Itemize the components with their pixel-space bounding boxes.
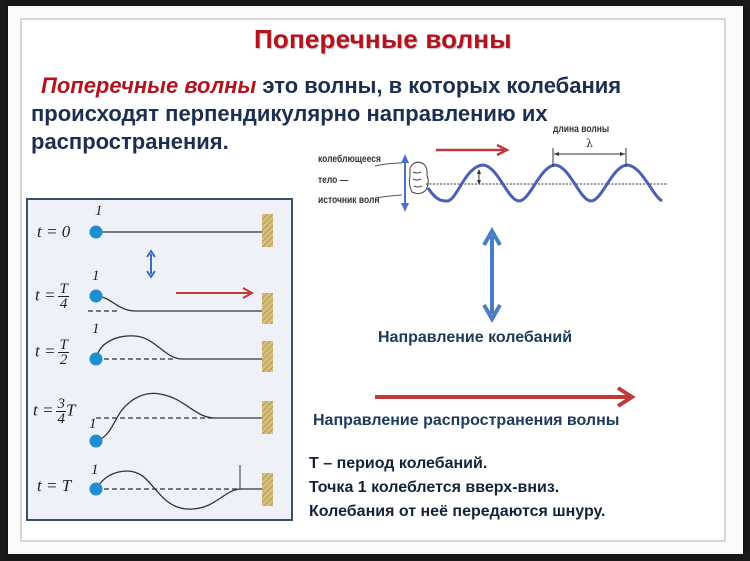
oscillation-direction-caption: Направление колебаний: [378, 329, 573, 346]
time-label-period: t = T: [37, 476, 72, 495]
source-oscillation-arrow-icon: [401, 154, 409, 212]
notes: Т – период колебаний. Точка 1 колеблется…: [309, 452, 605, 524]
point-label-row-1: 1: [92, 268, 100, 284]
note-transfer: Колебания от неё передаются шнуру.: [309, 503, 606, 520]
definition-line-1: Поперечные волны это волны, в которых ко…: [41, 73, 622, 98]
definition-term: Поперечные волны: [41, 73, 257, 98]
small-oscillation-arrow-icon: [146, 249, 156, 279]
point-1-row-0: [89, 225, 103, 239]
propagation-direction-caption: Направление распространения волны: [313, 412, 620, 429]
point-label-row-2: 1: [92, 321, 100, 337]
point-label-row-3: 1: [89, 416, 97, 432]
point-1-row-4: [89, 482, 103, 496]
oscillation-direction-arrow-icon: [482, 226, 502, 324]
time-label-0: t = 0: [37, 222, 71, 241]
definition-line-3: распространения.: [31, 129, 229, 154]
source-label-2: тело —: [318, 175, 349, 186]
point-1-row-2: [89, 352, 103, 366]
source-label-1: колеблющееся: [318, 154, 381, 165]
propagation-arrow-small-icon: [436, 143, 510, 157]
point-1-row-1: [89, 289, 103, 303]
definition-paragraph: Поперечные волны это волны, в которых ко…: [31, 72, 731, 156]
point-label-row-4: 1: [91, 462, 99, 478]
wavelength-label: длина волны: [553, 124, 610, 135]
source-label-3: источник волн: [318, 195, 380, 206]
time-sequence-panel: [26, 198, 293, 521]
definition-line-2: происходят перпендикулярно направлению и…: [31, 101, 548, 126]
hand-icon: [408, 161, 429, 195]
slide-title: Поперечные волны: [254, 24, 512, 54]
lambda-symbol: λ: [586, 137, 593, 150]
note-period: Т – период колебаний.: [309, 455, 488, 472]
note-point-oscillates: Точка 1 колеблется вверх-вниз.: [309, 479, 560, 496]
wall-icons: [262, 214, 273, 506]
small-propagation-arrow-icon: [176, 287, 255, 299]
point-label-row-0: 1: [95, 203, 103, 219]
propagation-direction-arrow-icon: [375, 386, 636, 408]
point-1-row-3: [89, 434, 103, 448]
